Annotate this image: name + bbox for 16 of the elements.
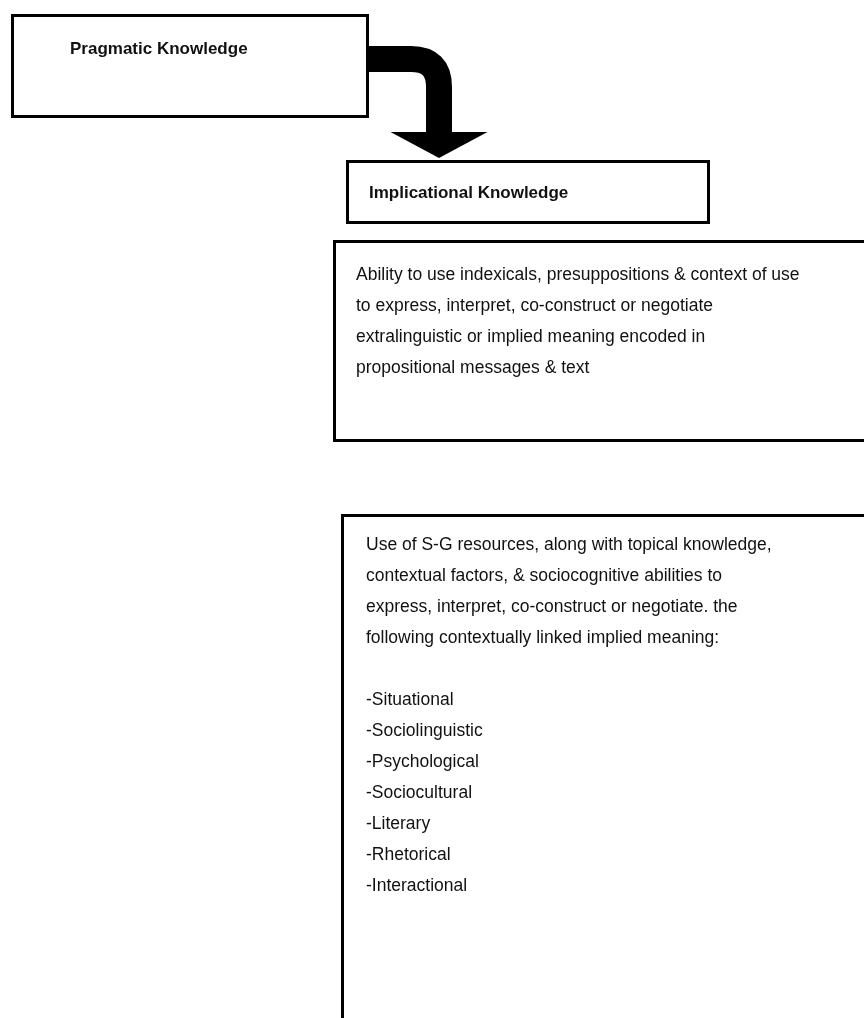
list-item: -Rhetorical xyxy=(366,843,452,866)
curved-arrow xyxy=(369,46,488,158)
list-item: -Sociocultural xyxy=(366,781,474,804)
description-text: Ability to use indexicals, presuppositions & context of use to express, interpret, co-construct or negotiate extralinguistic or implied meaning encoded in propositional messages & text xyxy=(356,263,800,379)
list-item: -Situational xyxy=(366,688,455,711)
description-text: Use of S-G resources, along with topical knowledge, contextual factors, & sociocognitive abilities to express, interpret, co-construct or negotiate. the following contextually linked implied meaning: xyxy=(366,533,773,649)
box-title: Pragmatic Knowledge xyxy=(70,39,249,59)
title-box xyxy=(11,14,369,118)
list-item: -Psychological xyxy=(366,750,480,773)
title-box xyxy=(346,160,710,224)
list-item: -Literary xyxy=(366,812,432,835)
list-item: -Sociolinguistic xyxy=(366,719,484,742)
text-box xyxy=(333,240,864,442)
list-item: -Interactional xyxy=(366,874,469,897)
box-title: Implicational Knowledge xyxy=(369,183,570,203)
text-box xyxy=(341,514,864,1018)
